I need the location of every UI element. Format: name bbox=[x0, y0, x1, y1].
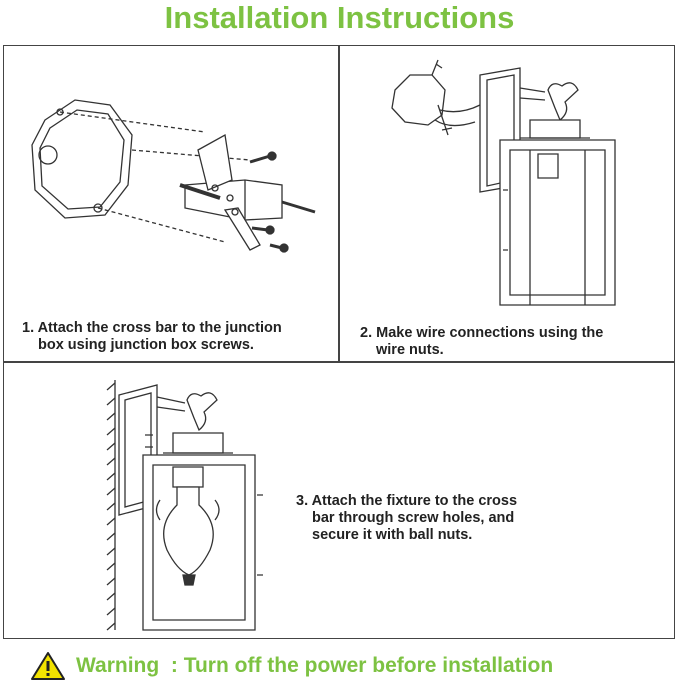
step-1-line-1: 1. Attach the cross bar to the junction bbox=[22, 320, 282, 336]
step-3-text: 3. Attach the fixture to the cross bar t… bbox=[296, 493, 586, 544]
warning-text: Warning : Turn off the power before inst… bbox=[76, 654, 554, 677]
step-1-line-2: box using junction box screws. bbox=[38, 337, 254, 353]
wiring-illustration bbox=[391, 59, 616, 306]
junction-box-illustration bbox=[31, 99, 316, 253]
page-title: Installation Instructions bbox=[164, 0, 515, 35]
step-3-line-1: 3. Attach the fixture to the cross bbox=[296, 493, 518, 509]
warning-banner: Warning : Turn off the power before inst… bbox=[30, 650, 553, 682]
fixture-mounted-illustration bbox=[106, 380, 263, 631]
warning-triangle-icon bbox=[31, 652, 65, 680]
vertical-divider bbox=[338, 45, 340, 361]
step-3-line-3: secure it with ball nuts. bbox=[312, 527, 473, 543]
step-3-line-2: bar through screw holes, and bbox=[312, 510, 515, 526]
step-1-text: 1. Attach the cross bar to the junction … bbox=[22, 320, 332, 354]
step-2-text: 2. Make wire connections using the wire … bbox=[360, 325, 660, 359]
step-2-line-2: wire nuts. bbox=[376, 342, 444, 358]
step-2-line-1: 2. Make wire connections using the bbox=[360, 325, 604, 341]
horizontal-divider bbox=[3, 361, 675, 363]
